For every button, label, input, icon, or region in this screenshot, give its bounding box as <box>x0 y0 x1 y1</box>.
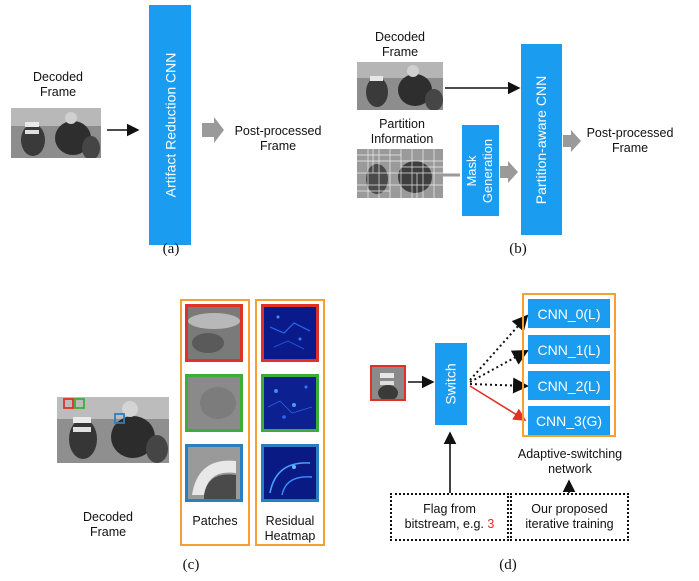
adaptive-switching-network-label: Adaptive-switching network <box>517 447 623 476</box>
patches-label: Patches <box>192 514 238 528</box>
arrow-d-cnn1 <box>469 350 529 383</box>
flag-value: 3 <box>487 517 495 531</box>
caption-b: (b) <box>509 241 527 257</box>
heatmap-green <box>261 374 319 432</box>
caption-d: (d) <box>499 557 517 573</box>
cnn-2-block: CNN_2(L) <box>528 371 610 400</box>
switch-label: Switch <box>443 363 460 405</box>
partition-aware-cnn-label: Partition-aware CNN <box>533 75 550 204</box>
mask-generation-label: Mask Generation <box>464 138 496 203</box>
c-decoded-frame-label: Decoded Frame <box>82 510 134 539</box>
patch-blue <box>185 444 243 502</box>
heatmap-box <box>255 299 325 546</box>
arrow-b-output-gray <box>563 130 581 152</box>
arrow-d-cnn3 <box>469 385 527 421</box>
iterative-training-box: Our proposed iterative training <box>510 493 629 541</box>
patch-green <box>185 374 243 432</box>
a-decoded-frame-image <box>11 108 101 158</box>
heatmap-blue <box>261 444 319 502</box>
cnn-group-box <box>522 293 616 437</box>
artifact-reduction-cnn-label: Artifact Reduction CNN <box>162 52 178 198</box>
b-decoded-frame-image <box>357 62 443 110</box>
b-partition-image <box>357 149 443 198</box>
patches-box <box>180 299 250 546</box>
artifact-reduction-cnn-block: Artifact Reduction CNN <box>149 5 191 245</box>
b-decoded-frame-label: Decoded Frame <box>374 30 426 59</box>
b-output-label: Post-processed Frame <box>586 126 674 155</box>
a-decoded-frame-label: Decoded Frame <box>32 70 84 99</box>
arrow-d-cnn2 <box>469 377 529 394</box>
iterative-training-label: Our proposed iterative training <box>525 502 614 531</box>
mask-generation-block: Mask Generation <box>462 125 499 216</box>
partition-aware-cnn-block: Partition-aware CNN <box>521 44 562 235</box>
cnn-0-block: CNN_0(L) <box>528 299 610 328</box>
arrow-d-cnn0 <box>469 314 529 381</box>
heatmap-label: Residual Heatmap <box>264 514 316 543</box>
caption-c: (c) <box>182 557 200 573</box>
flag-box: Flag from bitstream, e.g. 3 <box>390 493 509 541</box>
d-input-patch <box>370 365 406 401</box>
flag-text: Flag from bitstream, e.g. 3 <box>404 502 495 531</box>
c-decoded-frame-image <box>57 397 169 463</box>
heatmap-red <box>261 304 319 362</box>
arrow-b-mask-gray <box>500 161 518 183</box>
switch-block: Switch <box>435 343 467 425</box>
b-partition-label: Partition Information <box>370 117 434 146</box>
cnn-1-block: CNN_1(L) <box>528 335 610 364</box>
arrow-a-output-gray <box>202 117 224 143</box>
cnn-3-block: CNN_3(G) <box>528 406 610 435</box>
patch-red <box>185 304 243 362</box>
a-output-label: Post-processed Frame <box>234 124 322 153</box>
caption-a: (a) <box>162 241 180 257</box>
